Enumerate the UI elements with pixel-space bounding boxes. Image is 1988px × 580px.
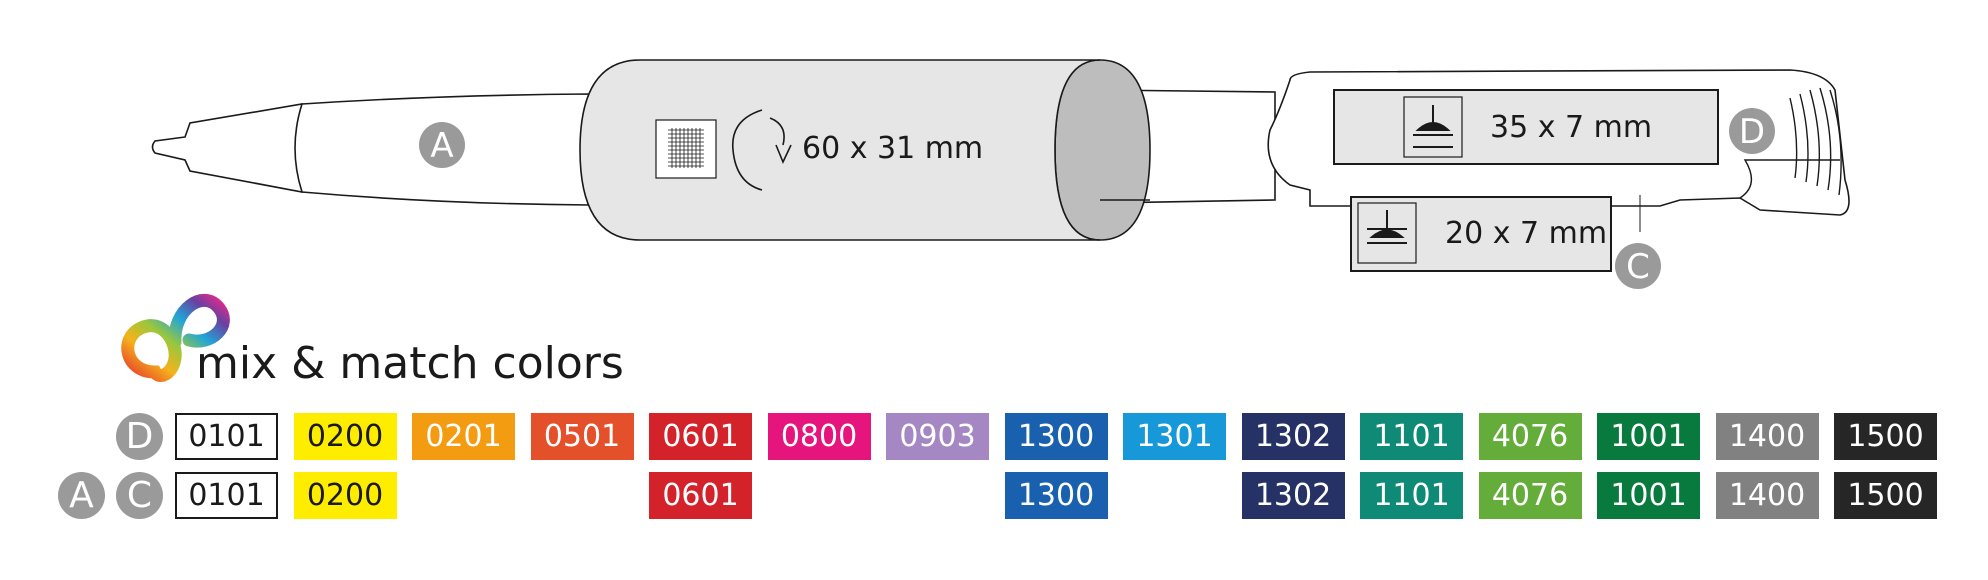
color-swatch-0601: 0601	[649, 472, 752, 519]
ground-symbol-d	[1413, 105, 1453, 148]
color-swatch-1301: 1301	[1123, 413, 1226, 460]
badge-c-pen	[1615, 243, 1661, 289]
pen-diagram: A D C 60 x 31 mm 35 x 7 mm 20 x 7 mm	[151, 59, 1850, 289]
badge-c-pen-text: C	[1626, 247, 1650, 287]
color-swatch-4076: 4076	[1478, 472, 1582, 519]
badge-a: A	[58, 472, 105, 519]
color-swatch-0601: 0601	[649, 413, 752, 460]
color-swatch-1302: 1302	[1241, 472, 1345, 519]
color-swatch-0201: 0201	[412, 413, 515, 460]
print-band	[579, 59, 1101, 241]
badge-d-pen-text: D	[1739, 112, 1765, 152]
badge-d-pen	[1729, 108, 1775, 154]
pen-tip	[151, 103, 303, 193]
color-swatch-1001: 1001	[1597, 413, 1700, 460]
badge-a-pen-text: A	[430, 126, 453, 166]
rotate-arrowhead	[775, 144, 792, 164]
color-swatch-0501: 0501	[530, 413, 634, 460]
color-swatch-0101: 0101	[175, 472, 278, 519]
print-grid-icon	[655, 119, 717, 179]
color-swatch-0800: 0800	[767, 413, 871, 460]
band-size-label: 60 x 31 mm	[802, 131, 983, 166]
band-inner	[1054, 59, 1151, 241]
clip-lower-size-label: 20 x 7 mm	[1445, 216, 1607, 251]
badge-c: C	[116, 472, 163, 519]
color-swatch-1101: 1101	[1360, 472, 1463, 519]
rotate-icon	[731, 109, 763, 191]
color-swatch-1101: 1101	[1360, 413, 1463, 460]
legend-title: mix & match colors	[196, 338, 624, 389]
clip-inner-line	[1739, 159, 1840, 199]
ground-icon	[1357, 202, 1417, 264]
print-area-d	[1333, 89, 1719, 165]
clip-size-label: 35 x 7 mm	[1490, 110, 1652, 145]
color-swatch-1400: 1400	[1715, 413, 1819, 460]
mix-match-logo-icon	[121, 293, 230, 382]
clip-grip-lines	[1789, 87, 1842, 196]
color-swatch-1300: 1300	[1004, 413, 1108, 460]
color-swatch-1500: 1500	[1834, 413, 1937, 460]
color-swatch-0200: 0200	[293, 413, 397, 460]
color-swatch-0101: 0101	[175, 413, 278, 460]
color-swatch-0903: 0903	[886, 413, 989, 460]
color-swatch-4076: 4076	[1478, 413, 1582, 460]
badge-d: D	[116, 413, 163, 460]
swatch-row-d: D 0101 0200 0201 0501 0601 0800 0903 1300 1301 130…	[0, 413, 1988, 460]
print-grid-pattern	[668, 128, 704, 168]
color-swatch-1001: 1001	[1597, 472, 1700, 519]
ground-icon	[1403, 96, 1463, 158]
color-swatch-0200: 0200	[293, 472, 397, 519]
color-swatch-1302: 1302	[1241, 413, 1345, 460]
color-swatch-1300: 1300	[1004, 472, 1108, 519]
color-swatch-1400: 1400	[1715, 472, 1819, 519]
color-swatch-1500: 1500	[1834, 472, 1937, 519]
ground-symbol-c	[1367, 210, 1407, 244]
badge-a-pen	[419, 122, 465, 168]
rotate-arrow-line	[769, 117, 785, 146]
